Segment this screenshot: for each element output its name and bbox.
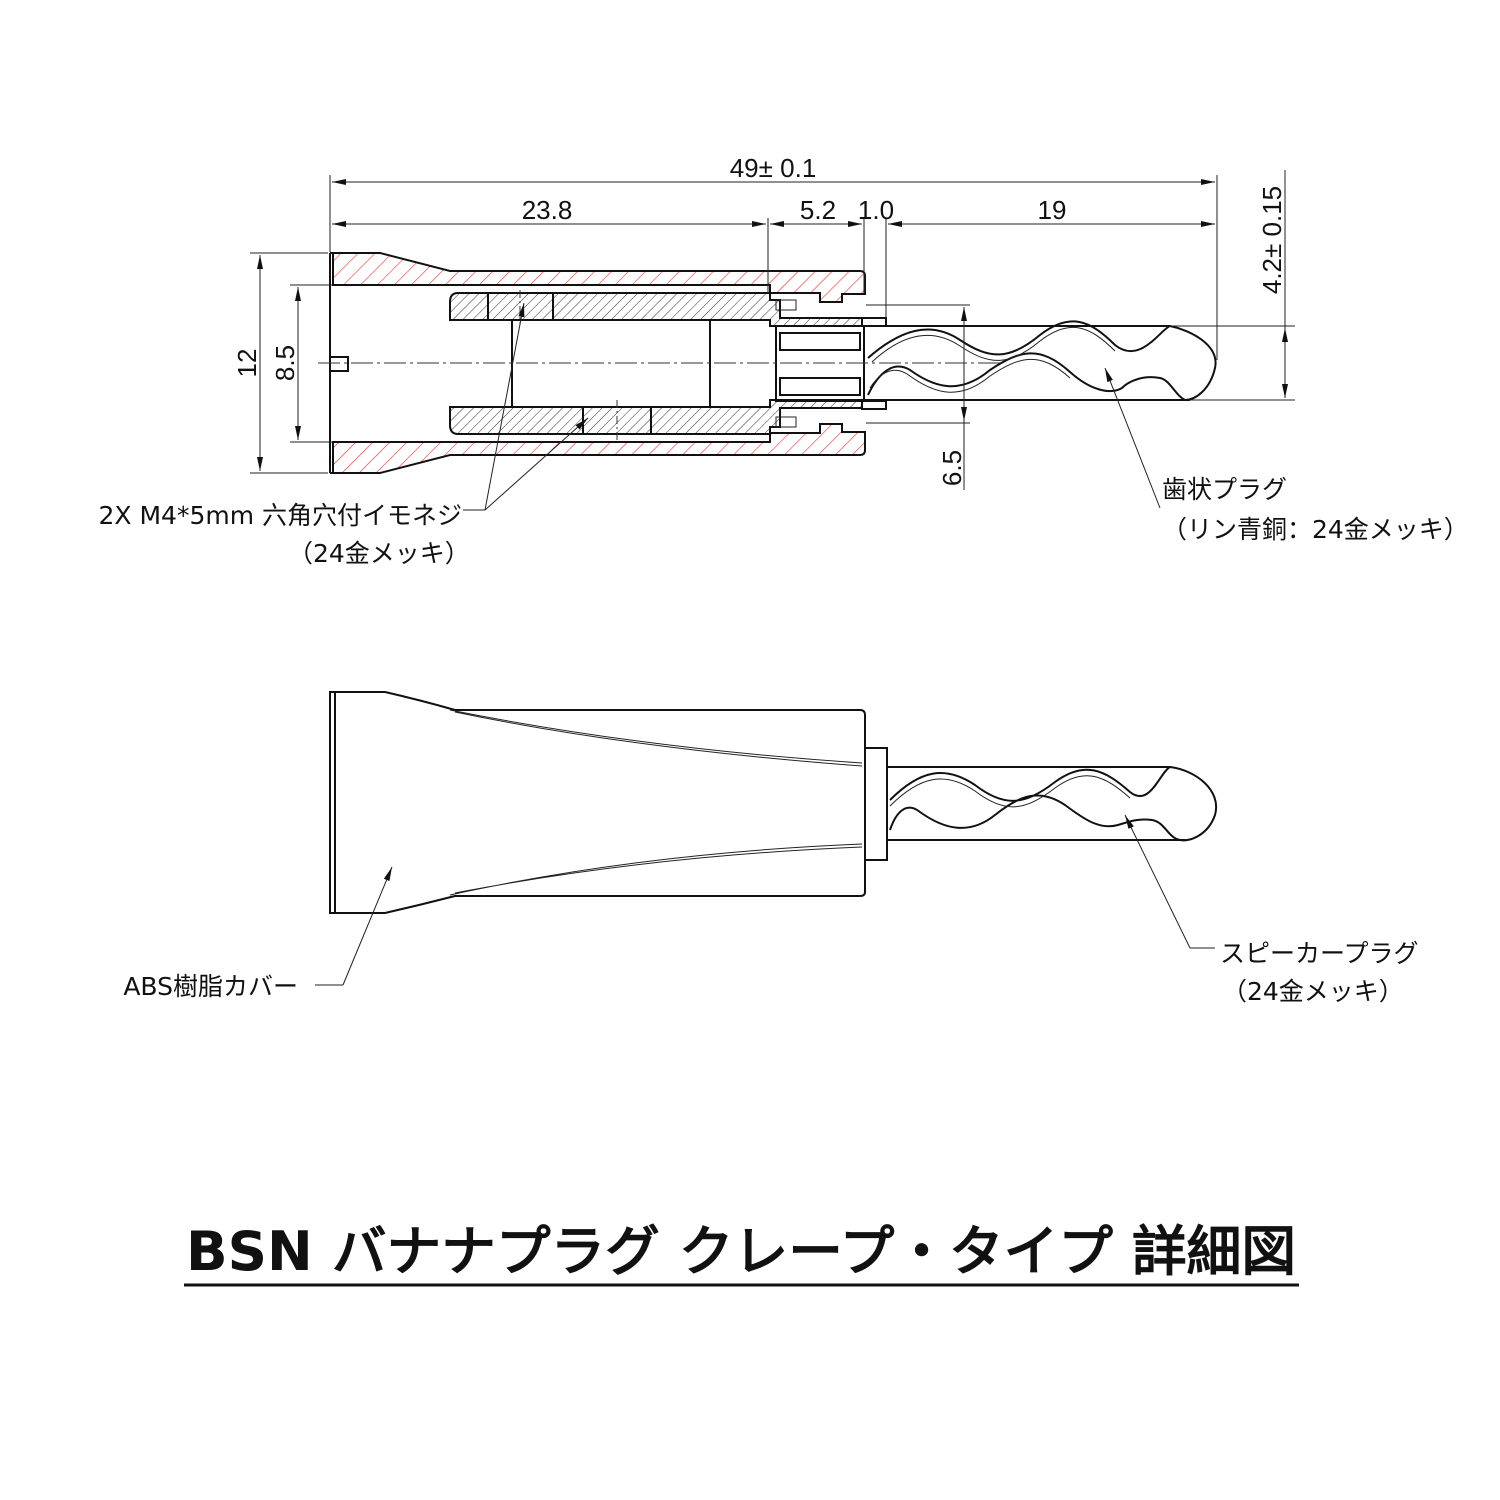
dim-rear-length: 5.2 (800, 195, 836, 225)
dim-cover-length: 23.8 (522, 195, 573, 225)
cover-section-top (330, 252, 866, 303)
callout-screw-line1: 2X M4*5mm 六角穴付イモネジ (98, 501, 462, 530)
section-view: 49± 0.1 23.8 5.2 1.0 19 12 8.5 6.5 4.2± … (98, 153, 1468, 568)
drawing-title: BSN バナナプラグ クレープ・タイプ 詳細図 (186, 1220, 1296, 1283)
dim-collar-diameter: 6.5 (937, 450, 967, 486)
slot-notch (329, 356, 349, 372)
dim-pin-length: 19 (1038, 195, 1067, 225)
toothed-pin-section (864, 320, 1217, 402)
dim-overall-length: 49± 0.1 (730, 153, 817, 183)
callout-tooth-line2: （リン青銅：24金メッキ） (1162, 515, 1469, 544)
dim-pin-diameter: 4.2± 0.15 (1257, 186, 1287, 294)
callout-screw-line2: （24金メッキ） (288, 539, 470, 568)
dim-inner-diameter: 8.5 (270, 345, 300, 381)
speaker-pin (887, 765, 1218, 842)
exterior-view: スピーカープラグ （24金メッキ） ABS樹脂カバー (123, 691, 1419, 1006)
dim-outer-diameter: 12 (232, 349, 262, 378)
callout-tooth-line1: 歯状プラグ (1162, 475, 1287, 504)
dim-collar-length: 1.0 (858, 195, 894, 225)
callout-cover-label: ABS樹脂カバー (123, 972, 298, 1001)
callout-speaker-line1: スピーカープラグ (1220, 939, 1419, 968)
collar (864, 747, 888, 861)
callout-speaker-line2: （24金メッキ） (1222, 977, 1404, 1006)
